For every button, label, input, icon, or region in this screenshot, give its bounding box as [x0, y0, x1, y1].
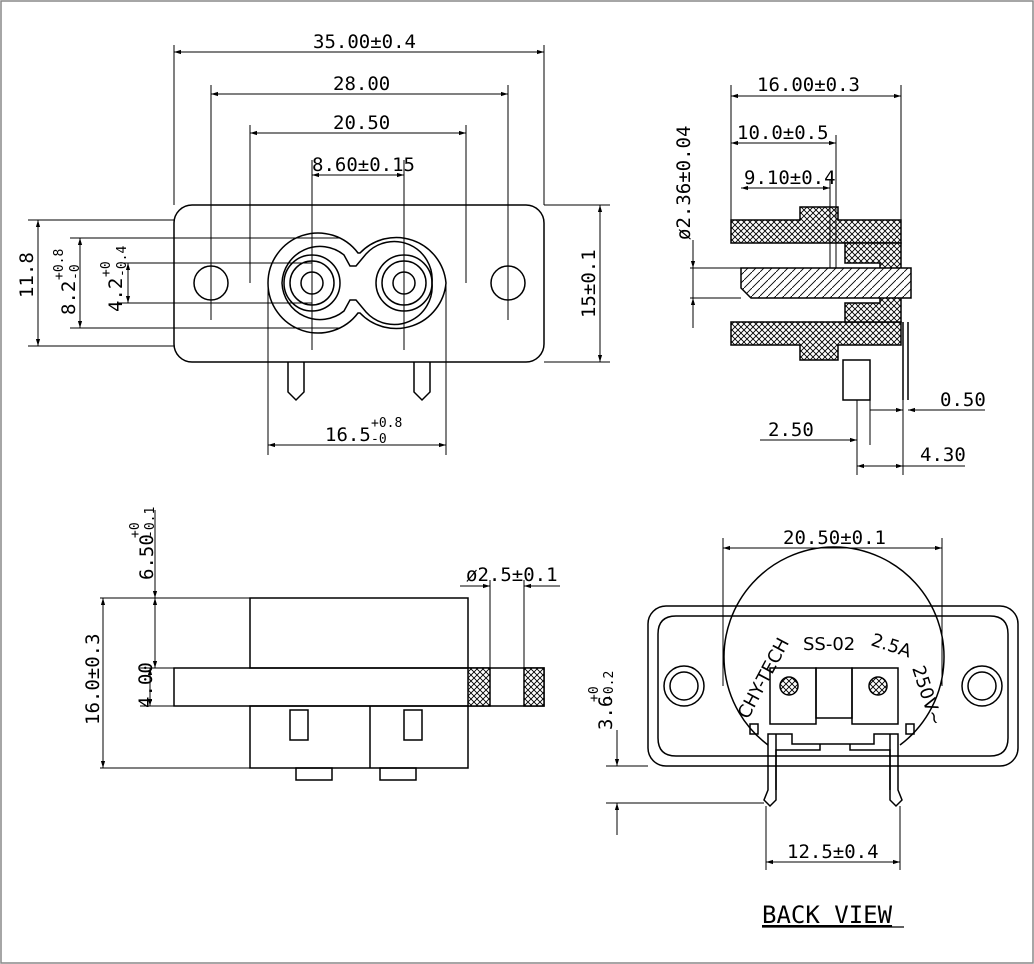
front-dim-height-left: 11.8	[16, 252, 38, 298]
back-dim-terminal-pitch: 12.5±0.4	[787, 841, 879, 863]
back-voltage-text: 250V~	[907, 663, 946, 728]
back-dim-3-6-tol-minus: -0.2	[602, 671, 617, 702]
side-shell-top	[730, 206, 902, 244]
back-mount-hole-right	[961, 665, 1003, 707]
back-terminal-block-left	[769, 667, 817, 725]
bottom-dim-6-50: 6.50	[136, 534, 158, 580]
side-dim-2-50: 2.50	[768, 419, 814, 441]
front-dim-8-2-tol-minus: -0	[68, 264, 83, 280]
side-pin	[740, 267, 912, 299]
front-dim-overall-width: 35.00±0.4	[313, 31, 416, 53]
bottom-pin-right	[403, 709, 423, 741]
bottom-hole-section-right	[523, 667, 545, 707]
front-dim-terminal-span-tol-plus: +0.8	[371, 416, 402, 431]
bottom-dim-6-50-tol-plus: +0	[128, 522, 143, 538]
front-dim-4-2-tol-minus: -0.4	[115, 246, 130, 277]
back-center-rib	[815, 667, 853, 719]
back-dim-3-6-tol-plus: +0	[587, 686, 602, 702]
back-view-labels: 20.50±0.1 3.6 +0 -0.2 12.5±0.4 CHY-TECH …	[587, 527, 946, 929]
back-model-text: SS-02	[803, 634, 855, 655]
side-dim-9-10: 9.10±0.4	[744, 167, 836, 189]
back-flange-outer	[647, 605, 1019, 767]
side-terminal	[842, 359, 871, 401]
back-terminal-bracket	[763, 733, 903, 808]
bottom-body-upper	[249, 597, 469, 669]
front-dim-terminal-span-tol-minus: -0	[371, 432, 387, 447]
front-dim-hole-pitch: 28.00	[333, 73, 390, 95]
bottom-view	[100, 510, 560, 781]
front-dim-8-2: 8.2	[58, 281, 80, 315]
side-dim-0-50: 0.50	[940, 389, 986, 411]
back-current-text: 2.5A	[868, 630, 914, 663]
bottom-body-lower	[249, 705, 469, 769]
back-rivet-left	[779, 676, 799, 696]
bottom-pin-left	[289, 709, 309, 741]
bottom-hole-section-left	[467, 667, 491, 707]
front-housing	[267, 232, 447, 334]
bottom-view-labels: 6.50 +0 -0.1 16.0±0.3 4.00 ø2.5±0.1	[82, 507, 558, 725]
bottom-dim-4: 4.00	[135, 662, 157, 708]
bottom-dim-6-50-tol-minus: -0.1	[143, 507, 158, 538]
front-dim-pin-pitch: 8.60±0.15	[312, 154, 415, 176]
front-terminal-left	[287, 362, 305, 402]
side-dim-depth: 16.00±0.3	[757, 74, 860, 96]
front-dim-8-2-tol-plus: +0.8	[52, 249, 67, 280]
back-view-caption: BACK VIEW	[762, 901, 893, 929]
front-terminal-right	[413, 362, 431, 402]
side-dim-10: 10.0±0.5	[737, 122, 829, 144]
back-flange-inner	[657, 615, 1009, 757]
bottom-dim-hole-dia: ø2.5±0.1	[466, 564, 558, 586]
front-flange	[173, 204, 545, 363]
front-view-labels: 35.00±0.4 28.00 20.50 8.60±0.15 11.8 8.2…	[16, 31, 600, 447]
side-dim-4-30: 4.30	[920, 444, 966, 466]
bottom-terminal-right	[379, 767, 417, 781]
front-view	[28, 45, 610, 455]
bottom-dim-16: 16.0±0.3	[82, 633, 104, 725]
front-dim-terminal-span: 16.5	[325, 424, 371, 446]
back-dim-width: 20.50±0.1	[783, 527, 886, 549]
side-shell-bottom	[730, 321, 902, 361]
side-dim-pin-dia: ø2.36±0.04	[673, 126, 695, 240]
front-dim-body-width: 20.50	[333, 112, 390, 134]
front-dim-flange-height: 15±0.1	[578, 249, 600, 318]
back-mount-hole-left	[663, 665, 705, 707]
side-view-labels: 16.00±0.3 10.0±0.5 9.10±0.4 ø2.36±0.04 2…	[673, 74, 986, 466]
front-dim-4-2: 4.2	[105, 278, 127, 312]
back-terminal-block-right	[851, 667, 899, 725]
side-view	[690, 85, 985, 475]
back-view	[606, 538, 1019, 870]
back-rivet-right	[868, 676, 888, 696]
back-dim-3-6: 3.6	[595, 696, 617, 730]
bottom-terminal-left	[295, 767, 333, 781]
front-socket-cavity	[281, 240, 433, 326]
front-dim-4-2-tol-plus: +0	[99, 261, 114, 277]
